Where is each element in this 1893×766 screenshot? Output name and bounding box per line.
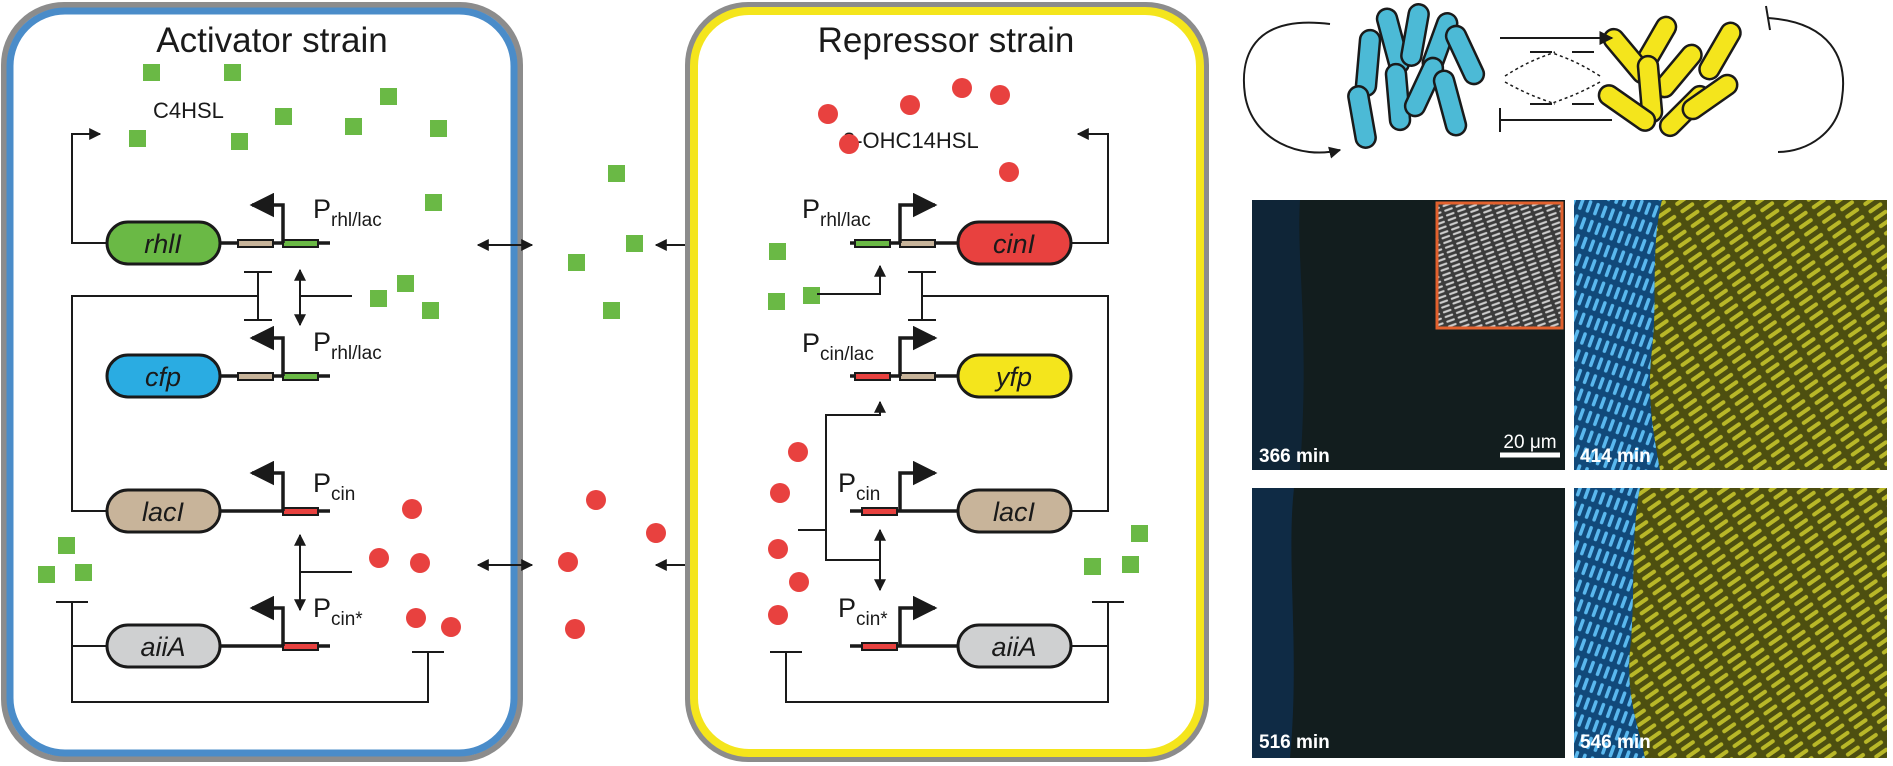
yellow-cell-cluster [1597, 15, 1742, 138]
repressor-inner-border [690, 7, 1204, 757]
activator-ohc14hsl-molecules [369, 499, 461, 637]
repressor-c4hsl-molecules [768, 243, 1148, 575]
repressor-title: Repressor strain [818, 21, 1075, 60]
repressor-ohc14hsl-molecules [768, 78, 1019, 625]
repressor-promoter-4-label: Pcin* [838, 593, 888, 630]
cyan-cell-cluster [1347, 3, 1486, 149]
yellow-self-repression-loop [1767, 17, 1844, 153]
activator-outer-border [1, 2, 523, 762]
gene-yfp-label: yfp [994, 362, 1032, 392]
micrograph-414: 414 min [1574, 200, 1887, 470]
activator-regulation-wires [56, 128, 444, 703]
cyan-self-loop [1242, 21, 1342, 159]
repressor-outer-border [685, 2, 1209, 762]
repressor-promoter-2-label: Pcin/lac [802, 328, 874, 365]
activator-promoter-2-label: Prhl/lac [313, 327, 382, 364]
inter-strain-medium [476, 165, 732, 639]
micrograph-516: 516 min [1252, 488, 1565, 758]
activator-title: Activator strain [156, 21, 387, 60]
activator-promoter-1-label: Prhl/lac [313, 194, 382, 231]
micrograph-366: 20 μm 366 min [1252, 200, 1565, 470]
repressor-promoters [850, 192, 958, 651]
repressor-strain-panel: Repressor strain 3-OHC14HSL cinI yfp lac… [685, 2, 1209, 762]
repressor-signal-label: 3-OHC14HSL [843, 128, 979, 153]
medium-ohc14hsl-molecules [558, 490, 666, 639]
dashed-interaction-lines [1504, 51, 1601, 105]
scale-bar-label: 20 μm [1503, 432, 1556, 453]
activator-promoter-4-label: Pcin* [313, 593, 363, 630]
gene-cinI-label: cinI [993, 229, 1036, 259]
micrograph-414-time: 414 min [1580, 446, 1651, 467]
gene-cfp-label: cfp [145, 362, 181, 392]
gene-lacI-repressor-label: lacI [993, 497, 1036, 527]
activator-promoter-3-label: Pcin [313, 468, 355, 505]
repressor-regulation-wires [770, 128, 1124, 703]
gene-aiiA-activator-label: aiiA [140, 632, 185, 662]
micrograph-366-time: 366 min [1259, 446, 1330, 467]
gene-rhlI-label: rhlI [144, 229, 182, 259]
activator-signal-label: C4HSL [153, 98, 224, 123]
inset-phase-image [1435, 201, 1564, 330]
activator-strain-panel: Activator strain C4HSL rhlI cfp lacI aii… [1, 2, 523, 762]
cell-interaction-schematic [1242, 3, 1844, 159]
repressor-promoter-3-label: Pcin [838, 468, 880, 505]
activator-promoters [220, 192, 330, 651]
gene-aiiA-repressor-label: aiiA [991, 632, 1036, 662]
activator-c4hsl-molecules [38, 64, 447, 583]
micrograph-516-time: 516 min [1259, 732, 1330, 753]
medium-c4hsl-molecules [568, 165, 643, 319]
repressor-promoter-1-label: Prhl/lac [802, 194, 871, 231]
micrograph-546: 546 min [1574, 488, 1887, 758]
activator-inner-border [6, 7, 518, 757]
micrograph-546-time: 546 min [1580, 732, 1651, 753]
gene-lacI-activator-label: lacI [142, 497, 185, 527]
